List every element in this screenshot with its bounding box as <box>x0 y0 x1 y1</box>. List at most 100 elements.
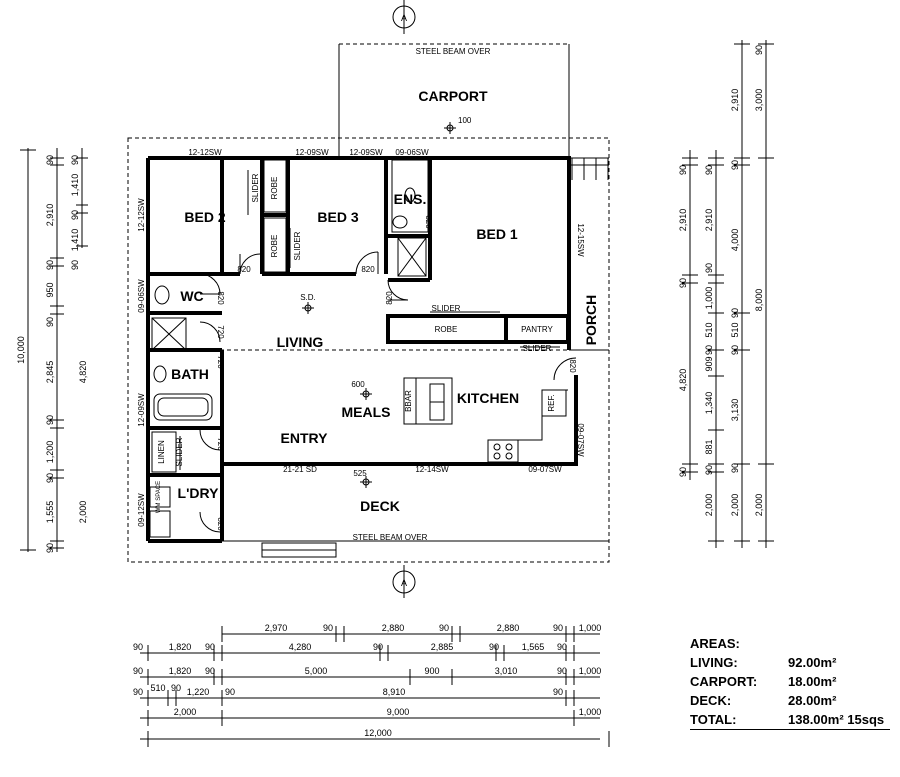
dimension-label: 10,000 <box>16 336 26 364</box>
level-deck: 525 <box>353 469 367 478</box>
dimension-label: 4,820 <box>678 369 688 392</box>
window-label: 09-07SW <box>528 465 562 474</box>
room-label-ens: ENS. <box>394 191 427 207</box>
dimension-label: 90 <box>730 160 740 170</box>
dimension-label: 90 <box>704 465 714 475</box>
section-marker-label: A <box>401 578 407 588</box>
dimension-label: 90 <box>730 308 740 318</box>
steel-beam-label: STEEL BEAM OVER <box>416 47 491 56</box>
dimension-label: 90 <box>553 687 563 697</box>
dimension-label: 90 <box>439 623 449 633</box>
areas-table: AREAS: LIVING: 92.00m² CARPORT: 18.00m² … <box>690 634 890 730</box>
robe-label: ROBE <box>435 325 458 334</box>
dimension-label: 90 <box>133 642 143 652</box>
smoke-detector-icon <box>302 302 314 314</box>
area-row-carport: CARPORT: 18.00m² <box>690 672 890 691</box>
dimension-label: 90 <box>373 642 383 652</box>
area-value: 18.00m² <box>788 674 837 689</box>
dimension-label: 2,910 <box>704 209 714 232</box>
dimension-label: 90 <box>323 623 333 633</box>
dimension-label: 90 <box>704 263 714 273</box>
room-label-carport: CARPORT <box>418 88 488 104</box>
dimension-label: 510 <box>150 683 165 693</box>
dimension-label: 90 <box>730 345 740 355</box>
door-size: 820 <box>361 265 375 274</box>
fridge-label: REF. <box>547 394 556 411</box>
area-row-deck: DECK: 28.00m² <box>690 691 890 710</box>
dimension-label: 3,000 <box>754 89 764 112</box>
room-label-ldry: L'DRY <box>178 485 220 501</box>
dimension-label: 1,220 <box>187 687 210 697</box>
door-size: 720 <box>216 437 225 451</box>
dimension-label: 90 <box>704 345 714 355</box>
room-label-kitchen: KITCHEN <box>457 390 519 406</box>
dimension-label: 8,910 <box>383 687 406 697</box>
dimension-label: 1,000 <box>704 287 714 310</box>
fixtures <box>149 159 568 538</box>
dimension-label: 2,845 <box>45 361 55 384</box>
window-label: 21-21 SD <box>283 465 317 474</box>
dimension-label: 90 <box>489 642 499 652</box>
section-marker-top: A <box>392 0 416 34</box>
dimension-label: 8,000 <box>754 289 764 312</box>
level-carport: 100 <box>458 116 472 125</box>
slider-label: SLIDER <box>175 437 184 466</box>
room-label-bed3: BED 3 <box>317 209 358 225</box>
dimension-label: 3,130 <box>730 399 740 422</box>
dimension-label: 90 <box>45 415 55 425</box>
room-label-bed2: BED 2 <box>184 209 225 225</box>
dimension-label: 90 <box>133 666 143 676</box>
slider-label: SLIDER <box>293 231 302 260</box>
dimension-label: 90 <box>70 155 80 165</box>
left-dimensions <box>20 148 88 552</box>
window-label: 12-09SW <box>349 148 383 157</box>
dimension-label: 5,000 <box>305 666 328 676</box>
window-label: 09-07SW <box>576 423 585 457</box>
dimension-label: 90 <box>678 467 688 477</box>
dimension-label: 881 <box>704 439 714 454</box>
section-marker-label: A <box>401 13 407 23</box>
dimension-label: 90 <box>557 666 567 676</box>
level-marker <box>360 388 372 400</box>
dimension-label: 4,000 <box>730 229 740 252</box>
dimension-label: 2,000 <box>78 501 88 524</box>
dimension-label: 2,000 <box>704 494 714 517</box>
dimension-label: 1,000 <box>579 623 602 633</box>
window-label: 12-12SW <box>188 148 222 157</box>
dimension-label: 909 <box>704 356 714 371</box>
dimension-label: 1,000 <box>579 666 602 676</box>
area-label: DECK: <box>690 693 732 708</box>
level-marker <box>360 476 372 488</box>
door-size: 820 <box>385 291 394 305</box>
dimension-label: 90 <box>45 260 55 270</box>
interior-walls <box>148 158 570 477</box>
dimension-label: 90 <box>70 260 80 270</box>
dimension-label: 90 <box>205 642 215 652</box>
room-label-bed1: BED 1 <box>476 226 517 242</box>
area-label: CARPORT: <box>690 674 758 689</box>
room-label-bath: BATH <box>171 366 209 382</box>
dimension-label: 1,000 <box>579 707 602 717</box>
dimension-label: 1,200 <box>45 441 55 464</box>
smoke-detector-label: S.D. <box>300 293 316 302</box>
dimension-label: 90 <box>133 687 143 697</box>
dimension-label: 3,010 <box>495 666 518 676</box>
dimension-label: 90 <box>171 683 181 693</box>
window-label: 12-09SW <box>137 393 146 427</box>
dimension-label: 1,410 <box>70 174 80 197</box>
dimension-label: 1,410 <box>70 229 80 252</box>
dimension-label: 1,565 <box>522 642 545 652</box>
dimension-label: 1,820 <box>169 666 192 676</box>
door-size: 820 <box>237 265 251 274</box>
dimension-label: 2,910 <box>678 209 688 232</box>
dimension-label: 90 <box>45 543 55 553</box>
pantry-label: PANTRY <box>521 325 553 334</box>
area-value: 28.00m² <box>788 693 837 708</box>
door-size: 820 <box>216 517 225 531</box>
dimension-label: 510 <box>730 322 740 337</box>
door-size: 820 <box>424 215 433 229</box>
level-meals: 600 <box>351 380 365 389</box>
dimension-label: 2,000 <box>174 707 197 717</box>
area-row-living: LIVING: 92.00m² <box>690 653 890 672</box>
